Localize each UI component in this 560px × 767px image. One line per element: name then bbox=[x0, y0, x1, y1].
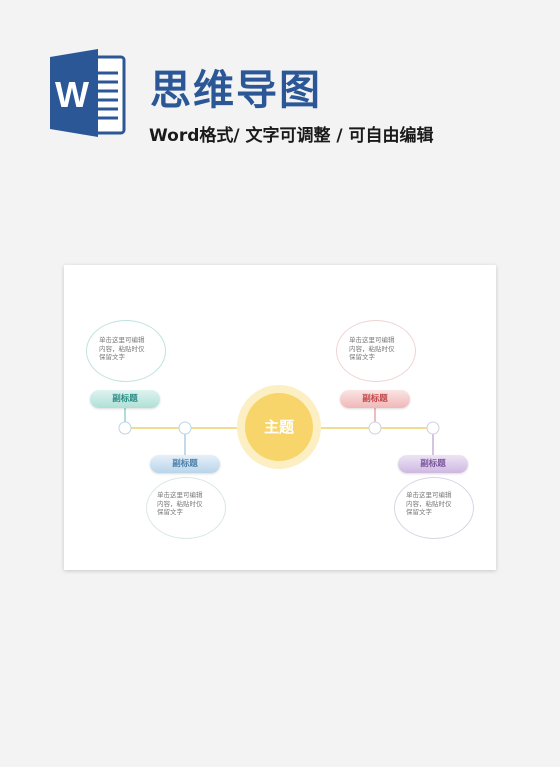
subtitle-pill-top-right[interactable]: 副标题 bbox=[340, 390, 410, 408]
text-bubble-top-right[interactable] bbox=[336, 320, 416, 382]
main-topic-label[interactable]: 主题 bbox=[263, 418, 294, 436]
text-bubble-bottom-right[interactable] bbox=[394, 477, 474, 539]
subtitle-pill-bottom-right[interactable]: 副标题 bbox=[398, 455, 468, 473]
mindmap-connectors bbox=[118, 408, 440, 455]
bubble-text-bottom-right[interactable]: 单击这里可编辑 内容，粘贴时仅 保留文字 bbox=[406, 491, 452, 516]
page-title: 思维导图 bbox=[150, 66, 322, 114]
subtitle-pill-bottom-left[interactable]: 副标题 bbox=[150, 455, 220, 473]
main-topic-node[interactable] bbox=[245, 393, 313, 461]
text-bubble-top-left[interactable] bbox=[86, 320, 166, 382]
bubble-text-top-right[interactable]: 单击这里可编辑 内容，粘贴时仅 保留文字 bbox=[349, 336, 395, 361]
bubble-text-top-left[interactable]: 单击这里可编辑 内容，粘贴时仅 保留文字 bbox=[99, 336, 145, 361]
word-logo-icon: W bbox=[50, 49, 126, 137]
text-bubble-bottom-left[interactable] bbox=[146, 477, 226, 539]
page-subtitle: Word格式/ 文字可调整 / 可自由编辑 bbox=[149, 126, 434, 146]
bubble-text-bottom-left[interactable]: 单击这里可编辑 内容，粘贴时仅 保留文字 bbox=[157, 491, 203, 516]
document-page: 单击这里可编辑 内容，粘贴时仅 保留文字 副标题 副标题 单击这里可编辑 内容，… bbox=[64, 265, 496, 570]
word-logo-letter: W bbox=[55, 74, 89, 115]
subtitle-pill-top-left[interactable]: 副标题 bbox=[90, 390, 160, 408]
header: W 思维导图 Word格式/ 文字可调整 / 可自由编辑 bbox=[0, 0, 560, 170]
